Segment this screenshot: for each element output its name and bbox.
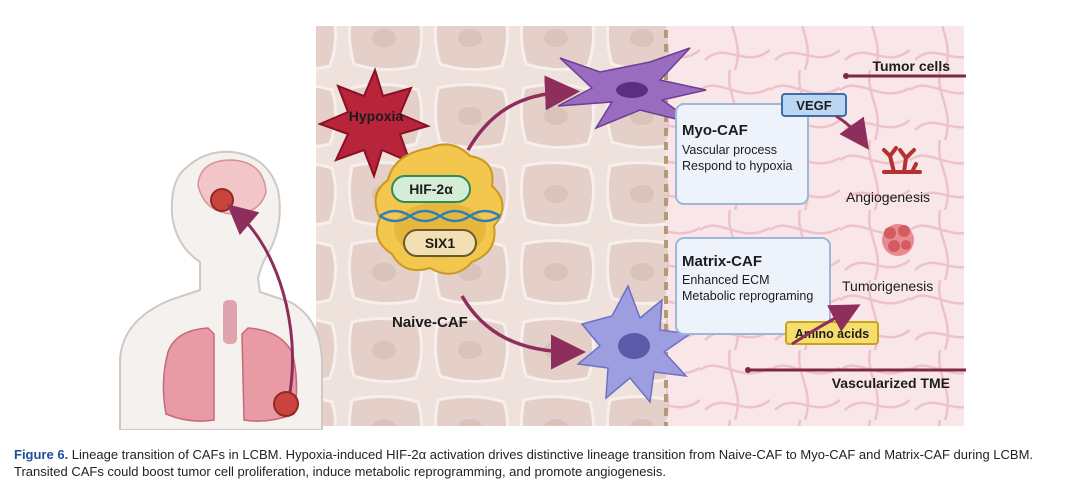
tumor-cells-label: Tumor cells: [872, 58, 950, 74]
lineage-diagram: Hypoxia HIF-2α SIX1 Naive-CAF Myo-CAF Va…: [119, 26, 966, 430]
angiogenesis-vessel-icon: [882, 146, 922, 174]
vegf-label: VEGF: [796, 98, 831, 113]
naive-caf-label: Naive-CAF: [392, 314, 468, 331]
brain-tumor-icon: [210, 188, 234, 212]
trachea-icon: [223, 300, 237, 344]
vegf-badge: [781, 93, 847, 117]
hif-2a-badge: [391, 175, 471, 203]
left-lung-icon: [162, 327, 215, 422]
tme-background: [666, 26, 964, 426]
figure-caption: Figure 6. Lineage transition of CAFs in …: [14, 446, 1070, 480]
arrow-to-myo-caf: [466, 75, 580, 151]
vascularized-tme-label: Vascularized TME: [832, 375, 950, 391]
dna-helix-icon: [379, 209, 501, 223]
tumorigenesis-label: Tumorigenesis: [842, 278, 933, 294]
matrix-caf-title: Matrix-CAF: [682, 253, 762, 270]
matrix-caf-info-box: [675, 237, 831, 335]
vascularized-tme-pointer-dot: [745, 367, 751, 373]
myo-caf-line-2: Respond to hypoxia: [682, 159, 793, 173]
myo-caf-line-1: Vascular process: [682, 143, 777, 157]
hif-2a-label: HIF-2α: [409, 181, 453, 197]
myo-caf-nucleus-icon: [616, 82, 648, 98]
caption-text: Lineage transition of CAFs in LCBM. Hypo…: [14, 447, 1034, 479]
arrow-amino-to-tumorigenesis: [791, 304, 861, 346]
matrix-caf-nucleus-icon: [618, 333, 650, 359]
hypoxia-starburst-icon: [317, 67, 431, 180]
hypoxia-label: Hypoxia: [349, 108, 404, 124]
six1-label: SIX1: [425, 235, 456, 251]
tumor-cluster-icon: [882, 224, 914, 256]
six1-badge: [403, 229, 477, 257]
caption-label: Figure 6.: [14, 447, 69, 462]
angiogenesis-label: Angiogenesis: [846, 189, 930, 205]
myo-caf-info-box: [675, 103, 809, 205]
tumor-cells-pointer-dot: [843, 73, 849, 79]
arrow-to-matrix-caf: [460, 295, 586, 370]
metastasis-arrow: [226, 204, 294, 393]
matrix-caf-line-2: Metabolic reprograming: [682, 289, 813, 303]
lung-tumor-icon: [273, 391, 299, 417]
myo-caf-title: Myo-CAF: [682, 122, 748, 139]
arrow-vegf-to-angiogenesis: [835, 114, 869, 150]
matrix-caf-line-1: Enhanced ECM: [682, 273, 770, 287]
